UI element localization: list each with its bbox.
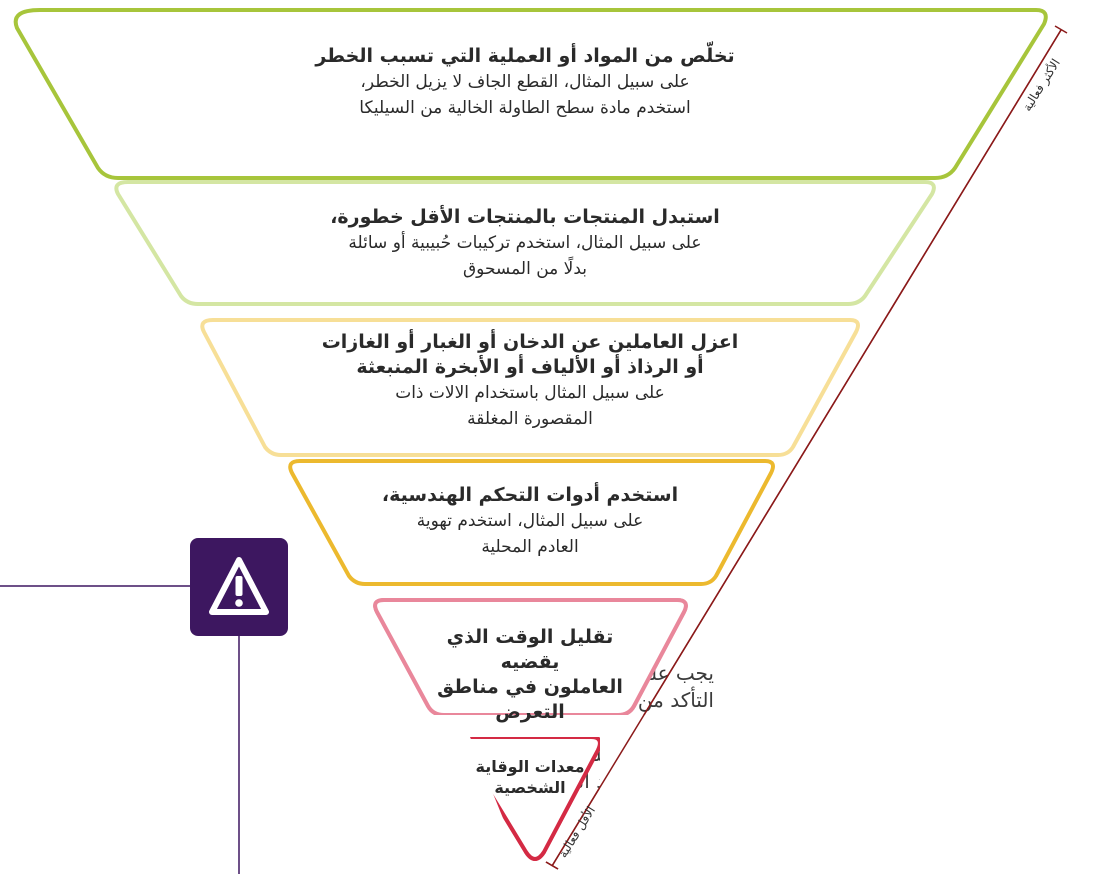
level-4-title: استخدم أدوات التحكم الهندسية، [381,484,679,506]
level-3-line-2: المقصورة المغلقة [467,409,593,429]
level-2-line-1: على سبيل المثال، استخدم تركيبات حُبيبية … [348,233,702,253]
level-1-text: تخلّص من المواد أو العملية التي تسبب الخ… [240,44,810,121]
level-3-text: اعزل العاملين عن الدخان أو الغبار أو الغ… [280,330,780,432]
level-1-line-1: على سبيل المثال، القطع الجاف لا يزيل الخ… [360,72,690,92]
level-3-title-1: اعزل العاملين عن الدخان أو الغبار أو الغ… [321,331,739,353]
level-1-line-2: استخدم مادة سطح الطاولة الخالية من السيل… [359,98,691,118]
level-5-title-1: تقليل الوقت الذي يقضيه [446,626,614,673]
level-4-line-2: العادم المحلية [481,537,579,557]
level-5-title-2: العاملون في مناطق [437,676,623,698]
level-4-text: استخدم أدوات التحكم الهندسية، على سبيل ا… [330,483,730,560]
level-2-text: استبدل المنتجات بالمنتجات الأقل خطورة، ع… [260,205,790,282]
level-5-title-3: التعرض [495,701,565,723]
level-6-title-1: معدات الوقاية [475,757,585,776]
warning-icon-box [190,538,288,636]
level-2-title: استبدل المنتجات بالمنتجات الأقل خطورة، [330,206,720,228]
level-6-text: معدات الوقاية الشخصية [470,756,590,798]
level-5-text: تقليل الوقت الذي يقضيه العاملون في مناطق… [420,625,640,725]
level-4-line-1: على سبيل المثال، استخدم تهوية [416,511,644,531]
level-6-title-2: الشخصية [494,778,566,797]
level-1-title: تخلّص من المواد أو العملية التي تسبب الخ… [315,45,735,67]
warning-callout-lines [0,585,240,874]
warning-triangle-icon [209,557,269,615]
level-2-line-2: بدلًا من المسحوق [462,259,588,279]
level-3-line-1: على سبيل المثال باستخدام الالات ذات [395,383,665,403]
level-3-title-2: أو الرذاذ أو الألياف أو الأبخرة المنبعثة [356,356,704,378]
